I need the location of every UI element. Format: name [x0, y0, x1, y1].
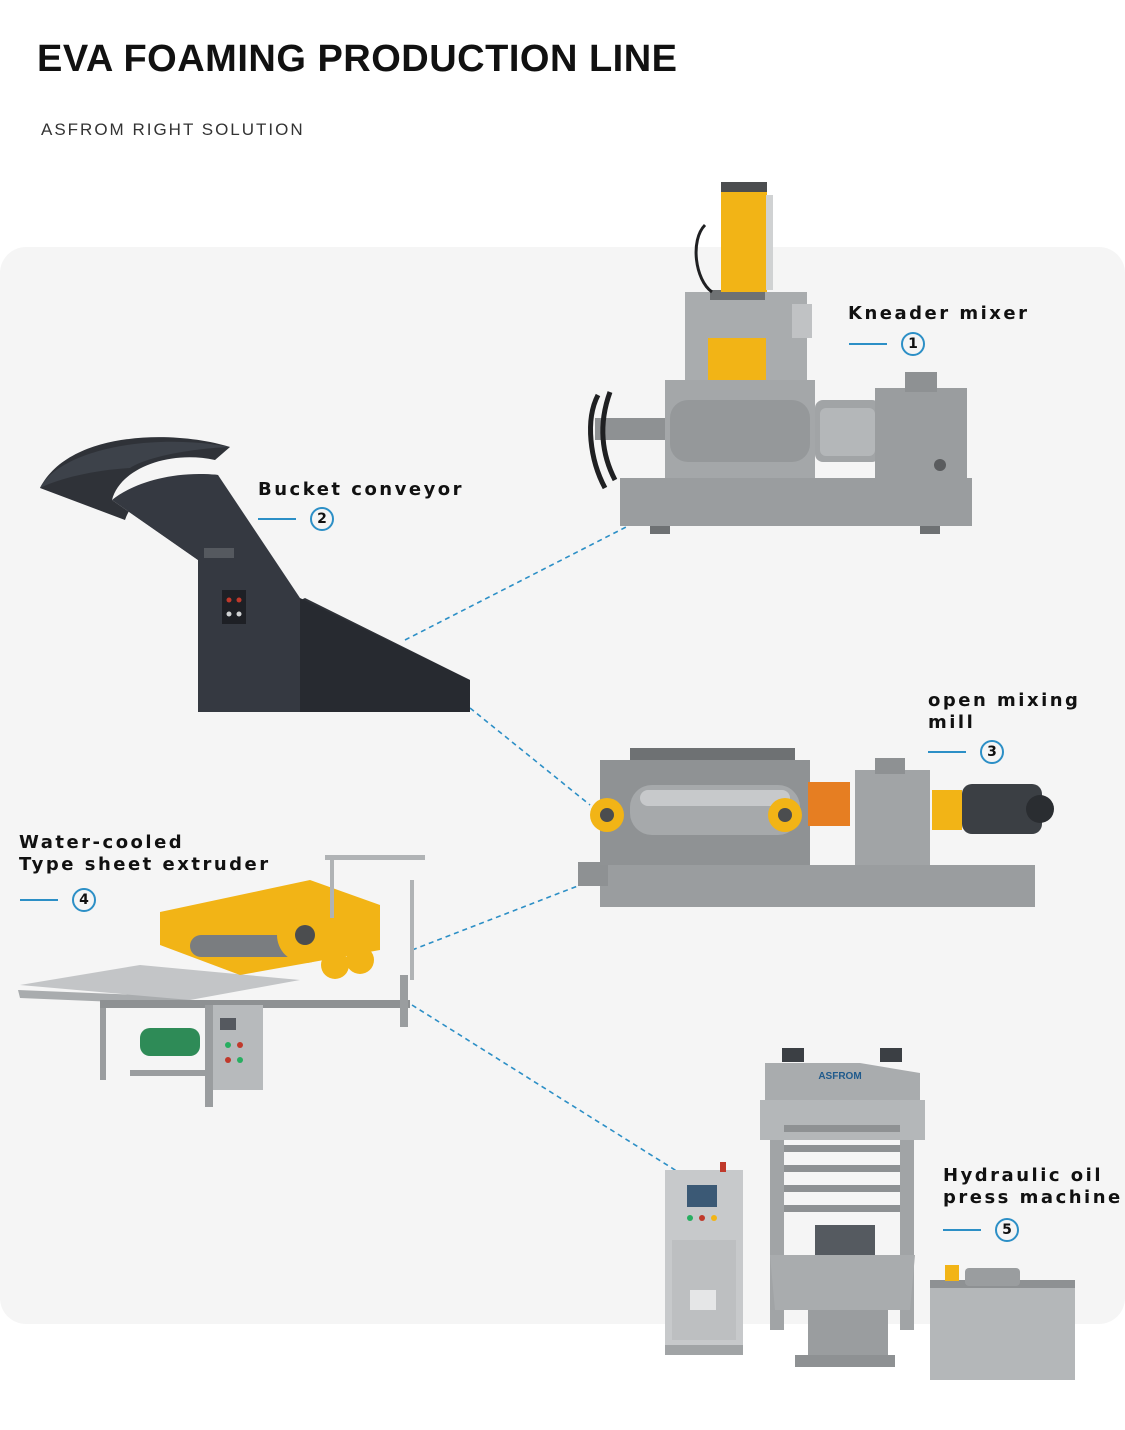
connector-3-to-4 [411, 881, 589, 951]
hydraulic-press-label: Hydraulic oil press machine [943, 1165, 1123, 1208]
marker-2: 2 [258, 507, 338, 531]
connector-2-to-3 [469, 707, 591, 806]
marker-3: 3 [928, 740, 1008, 764]
step-number-2: 2 [310, 507, 334, 531]
page-subtitle: ASFROM RIGHT SOLUTION [41, 120, 305, 139]
marker-dash [928, 751, 966, 753]
open-mixing-mill-image [578, 748, 1054, 907]
press-brand-logo: ASFROM [818, 1071, 861, 1082]
marker-5: 5 [943, 1218, 1023, 1242]
kneader-mixer-label: Kneader mixer [848, 303, 1030, 324]
connector-4-to-5 [411, 1004, 684, 1176]
marker-4: 4 [20, 888, 100, 912]
marker-dash [20, 899, 58, 901]
open-mixing-mill-label: open mixing mill [928, 690, 1081, 733]
connector-2-to-1 [404, 524, 631, 641]
marker-dash [258, 518, 296, 520]
step-number-1: 1 [901, 332, 925, 356]
step-number-3: 3 [980, 740, 1004, 764]
marker-1: 1 [849, 332, 929, 356]
step-number-4: 4 [72, 888, 96, 912]
sheet-extruder-image [18, 855, 425, 1107]
bucket-conveyor-image [40, 437, 470, 712]
marker-dash [849, 343, 887, 345]
step-number-5: 5 [995, 1218, 1019, 1242]
marker-dash [943, 1229, 981, 1231]
flow-connectors [404, 524, 684, 1176]
bucket-conveyor-label: Bucket conveyor [258, 479, 465, 500]
hydraulic-press-image: ASFROM [665, 1048, 1075, 1380]
sheet-extruder-label: Water-cooled Type sheet extruder [19, 832, 271, 875]
kneader-mixer-image [588, 182, 972, 534]
page-title: EVA FOAMING PRODUCTION LINE [37, 38, 678, 80]
